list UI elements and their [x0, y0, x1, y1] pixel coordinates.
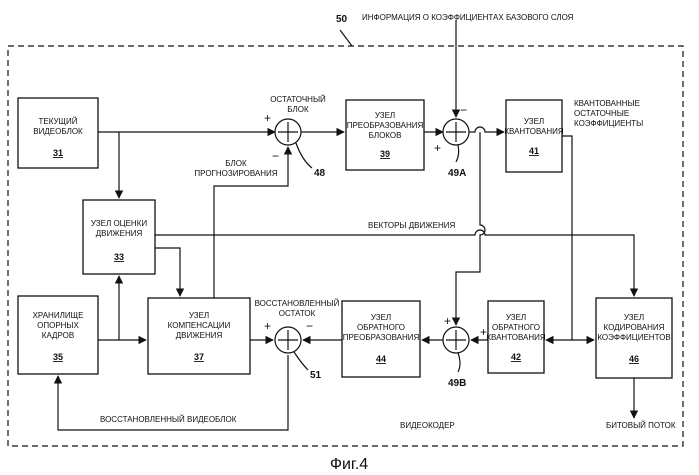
- block-label-line: УЗЕЛ: [371, 313, 391, 322]
- prediction-label-line: БЛОК: [225, 159, 247, 168]
- block-label-line: УЗЕЛ: [189, 311, 209, 320]
- adder-49a: [443, 119, 469, 145]
- reference-frame-store-block: ХРАНИЛИЩЕ ОПОРНЫХ КАДРОВ 35: [18, 296, 98, 374]
- block-label-line: ПРЕОБРАЗОВАНИЯ: [343, 333, 420, 342]
- block-label-line: УЗЕЛ: [624, 313, 644, 322]
- block-label-line: ОБРАТНОГО: [492, 323, 540, 332]
- block-label-line: ОБРАТНОГО: [357, 323, 405, 332]
- block-ref: 37: [194, 352, 204, 362]
- block-label-line: КВАНТОВАНИЯ: [504, 127, 564, 136]
- adder-ref-49a: 49А: [448, 168, 466, 179]
- block-label-line: УЗЕЛ: [506, 313, 526, 322]
- block-ref: 46: [629, 354, 639, 364]
- block-ref: 44: [376, 354, 386, 364]
- block-label-line: КОЭФФИЦИЕНТОВ: [597, 333, 670, 342]
- block-ref: 31: [53, 148, 63, 158]
- base-layer-label: ИНФОРМАЦИЯ О КОЭФФИЦИЕНТАХ БАЗОВОГО СЛОЯ: [362, 13, 574, 22]
- block-label-line: ПРЕОБРАЗОВАНИЯ: [347, 121, 424, 130]
- block-ref: 39: [380, 149, 390, 159]
- quantized-label-line: КВАНТОВАННЫЕ: [574, 99, 640, 108]
- sign-minus: −: [306, 319, 313, 333]
- residual-label-line: БЛОК: [287, 105, 309, 114]
- coefficient-coding-block: УЗЕЛ КОДИРОВАНИЯ КОЭФФИЦИЕНТОВ 46: [596, 298, 672, 378]
- inverse-quantization-block: УЗЕЛ ОБРАТНОГО КВАНТОВАНИЯ 42: [486, 301, 546, 373]
- block-label-line: УЗЕЛ ОЦЕНКИ: [91, 219, 147, 228]
- recon-block-label: ВОССТАНОВЛЕННЫЙ ВИДЕОБЛОК: [100, 415, 237, 424]
- adder-48: [275, 119, 301, 145]
- block-ref: 42: [511, 352, 521, 362]
- motion-compensation-block: УЗЕЛ КОМПЕНСАЦИИ ДВИЖЕНИЯ 37: [148, 298, 250, 374]
- prediction-label-line: ПРОГНОЗИРОВАНИЯ: [194, 169, 277, 178]
- block-label-line: ТЕКУЩИЙ: [38, 117, 77, 126]
- figure-number: 50: [336, 14, 348, 25]
- adder-51: [275, 327, 301, 353]
- adder-ref-48: 48: [314, 168, 326, 179]
- motion-estimation-block: УЗЕЛ ОЦЕНКИ ДВИЖЕНИЯ 33: [83, 200, 155, 274]
- current-videoblock-block: ТЕКУЩИЙ ВИДЕОБЛОК 31: [18, 98, 98, 168]
- adder-ref-49b: 49В: [448, 378, 466, 389]
- sign-plus: +: [434, 141, 441, 155]
- bitstream-label: БИТОВЫЙ ПОТОК: [606, 421, 676, 430]
- quantized-label-line: КОЭФФИЦИЕНТЫ: [574, 119, 643, 128]
- block-label-line: КВАНТОВАНИЯ: [486, 333, 546, 342]
- sign-plus: +: [444, 314, 451, 328]
- block-label-line: ДВИЖЕНИЯ: [176, 331, 223, 340]
- block-transform-block: УЗЕЛ ПРЕОБРАЗОВАНИЯ БЛОКОВ 39: [346, 100, 424, 170]
- quantization-block: УЗЕЛ КВАНТОВАНИЯ 41: [504, 100, 564, 172]
- figure-number-leader: [340, 30, 352, 46]
- sign-plus: +: [480, 325, 487, 339]
- block-label-line: КОМПЕНСАЦИИ: [168, 321, 231, 330]
- quantized-label-line: ОСТАТОЧНЫЕ: [574, 109, 629, 118]
- block-label-line: КАДРОВ: [42, 331, 74, 340]
- sign-plus: +: [264, 111, 271, 125]
- block-label-line: ХРАНИЛИЩЕ: [33, 311, 84, 320]
- block-label-line: КОДИРОВАНИЯ: [604, 323, 665, 332]
- encoder-label: ВИДЕОКОДЕР: [400, 421, 455, 430]
- adder-ref-51: 51: [310, 370, 322, 381]
- block-label-line: ДВИЖЕНИЯ: [96, 229, 143, 238]
- block-ref: 35: [53, 352, 63, 362]
- recon-residual-label-line: ВОССТАНОВЛЕННЫЙ: [255, 299, 340, 308]
- block-label-line: УЗЕЛ: [524, 117, 544, 126]
- sign-plus: +: [264, 319, 271, 333]
- block-label-line: УЗЕЛ: [375, 111, 395, 120]
- block-ref: 33: [114, 252, 124, 262]
- block-label-line: БЛОКОВ: [369, 131, 402, 140]
- block-label-line: ВИДЕОБЛОК: [33, 127, 83, 136]
- sign-minus: −: [272, 149, 279, 163]
- recon-residual-label-line: ОСТАТОК: [279, 309, 316, 318]
- block-ref: 41: [529, 146, 539, 156]
- motion-vectors-label: ВЕКТОРЫ ДВИЖЕНИЯ: [368, 221, 455, 230]
- block-label-line: ОПОРНЫХ: [37, 321, 79, 330]
- residual-label-line: ОСТАТОЧНЫЙ: [270, 95, 326, 104]
- sign-minus: −: [460, 103, 467, 117]
- adder-49b: [443, 327, 469, 353]
- figure-caption: Фиг.4: [330, 456, 368, 473]
- inverse-transform-block: УЗЕЛ ОБРАТНОГО ПРЕОБРАЗОВАНИЯ 44: [342, 301, 420, 377]
